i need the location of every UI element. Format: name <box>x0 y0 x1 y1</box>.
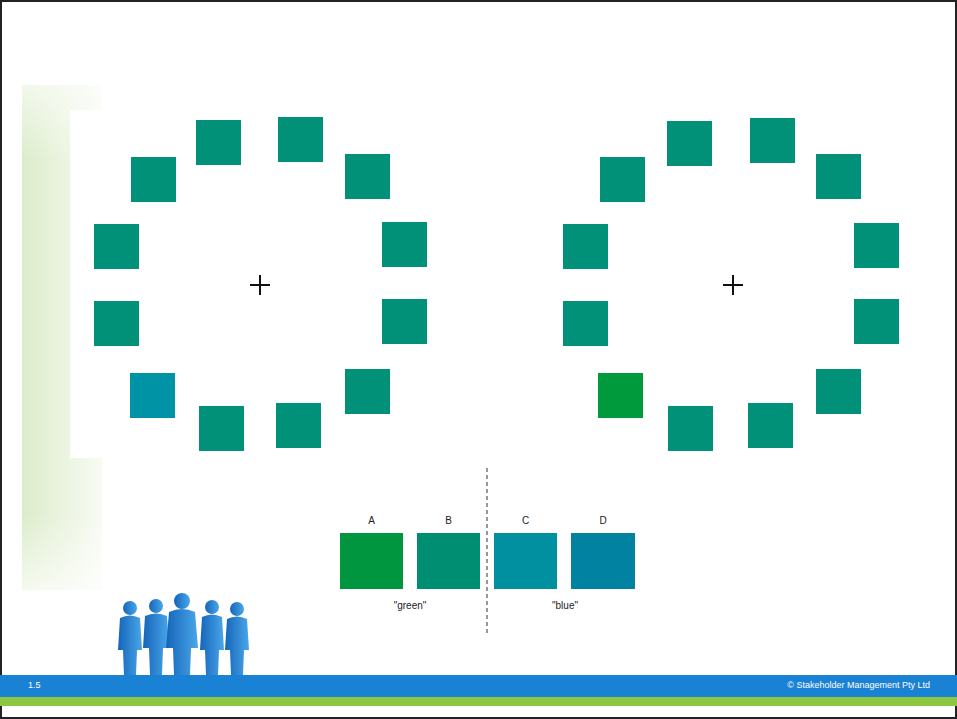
square <box>748 403 793 448</box>
category-name: "blue" <box>552 600 578 612</box>
color-swatch: A <box>340 515 403 589</box>
swatch-letter: D <box>571 515 635 527</box>
image-panel <box>70 110 445 458</box>
square <box>345 369 390 414</box>
footer-bar <box>0 675 957 697</box>
square <box>278 117 323 162</box>
left-ring <box>94 117 427 451</box>
color-swatch: D <box>571 515 635 589</box>
square <box>816 154 861 199</box>
swatch-fill <box>340 533 403 589</box>
fixation-cross <box>250 275 270 295</box>
square <box>667 121 712 166</box>
square <box>600 157 645 202</box>
odd-square <box>130 373 175 418</box>
category-name: "green" <box>394 600 427 612</box>
square <box>196 120 241 165</box>
square <box>345 154 390 199</box>
square <box>276 403 321 448</box>
square <box>382 299 427 344</box>
swatch-fill <box>494 533 557 589</box>
category-divider <box>487 468 488 636</box>
swatch-letter: A <box>340 515 403 527</box>
square <box>131 157 176 202</box>
copyright-note: © Stakeholder Management Pty Ltd <box>787 680 930 691</box>
square <box>94 224 139 269</box>
swatch-letter: C <box>494 515 557 527</box>
square <box>94 301 139 346</box>
people-icon <box>118 593 249 675</box>
square <box>668 406 713 451</box>
swatch-fill <box>417 533 480 589</box>
square <box>382 222 427 267</box>
square <box>854 299 899 344</box>
slide-number: 1.5 <box>28 680 41 691</box>
swatch-letter: B <box>417 515 480 527</box>
square <box>563 224 608 269</box>
square <box>563 301 608 346</box>
square <box>199 406 244 451</box>
swatch-fill <box>571 533 635 589</box>
color-swatch: B <box>417 515 480 589</box>
fixation-cross <box>723 275 743 295</box>
odd-square <box>598 373 643 418</box>
square <box>816 369 861 414</box>
square <box>750 118 795 163</box>
footer-stripe <box>0 697 957 706</box>
square <box>854 223 899 268</box>
color-swatch: C <box>494 515 557 589</box>
right-ring <box>563 118 899 451</box>
